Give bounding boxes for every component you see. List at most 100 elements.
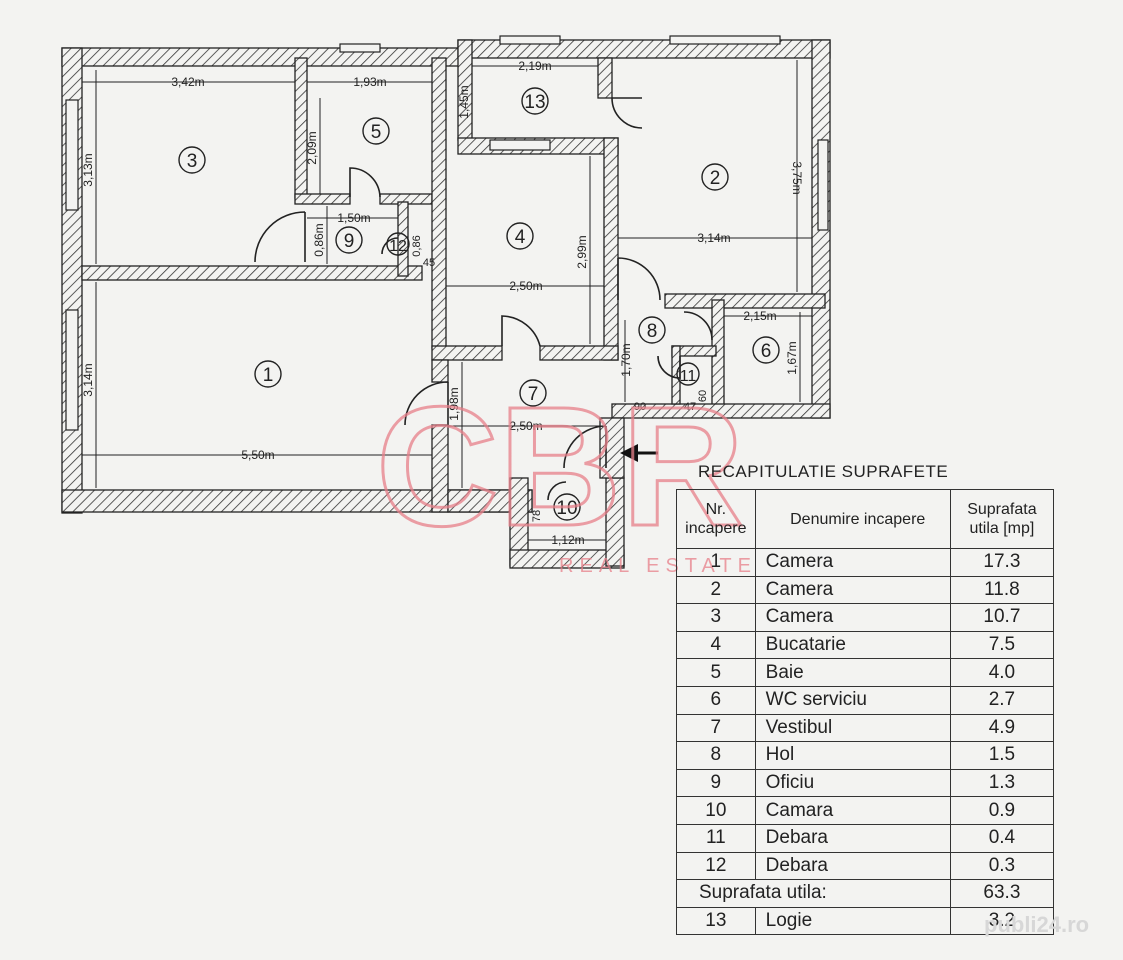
room-6-number: 6 [761,341,772,362]
dim-r8-h: 1,70m [619,343,633,376]
row-nr: 12 [676,851,756,881]
dim-r13-w: 2,19m [518,59,551,73]
row-nr: 4 [676,630,756,660]
row-name: Vestibul [754,713,951,743]
room-numbers: 3 2 1 4 5 6 7 8 9 10 11 12 13 [187,92,772,519]
entry-arrow-icon [620,444,658,462]
room-13-number: 13 [524,92,545,113]
table-header-row: Nr. incapere Denumire incapere Suprafata… [676,489,1055,549]
dim-r2-w: 3,14m [697,231,730,245]
row-nr: 1 [676,548,756,577]
dim-r10-w: 1,12m [551,533,584,547]
room-1-number: 1 [263,365,274,386]
table-row-extra: 13 Logie 3.2 [676,906,1055,936]
dim-r4-h: 2,99m [575,235,589,268]
room-10-number: 10 [556,498,577,519]
dim-r9-w: 1,50m [337,211,370,225]
row-area: 1.5 [949,741,1055,770]
row-area: 11.8 [949,575,1055,605]
dim-r6-h: 1,67m [785,341,799,374]
dim-r2-h: 3,75m [790,161,804,194]
dim-r3-h: 3,13m [81,153,95,186]
row-area: 7.5 [949,630,1055,660]
doors [254,97,713,501]
row-area: 0.9 [949,796,1055,825]
dim-r5-w: 1,93m [353,75,386,89]
dim-r3-w: 3,42m [171,75,204,89]
dim-r9-h: 0,86m [312,223,326,256]
dim-r6-w: 2,15m [743,309,776,323]
header-area: Suprafata utila [mp] [949,489,1055,549]
table-title: RECAPITULATIE SUPRAFETE [698,462,949,481]
dim-r1-h: 3,14m [81,363,95,396]
row-name: Camera [754,603,951,632]
dim-r5-h: 2,09m [305,131,319,164]
dimension-labels: 3,42m 3,13m 1,93m 2,09m 2,19m 1,45m 3,75… [81,59,804,547]
row-name: Debara [754,823,951,853]
room-11-number: 11 [680,368,697,385]
row-nr: 6 [676,685,756,715]
row-name: Bucatarie [754,630,951,660]
row-area: 10.7 [949,603,1055,632]
row-nr: 10 [676,796,756,825]
row-area: 4.0 [949,658,1055,687]
row-area: 4.9 [949,713,1055,743]
header-name: Denumire incapere [754,489,951,549]
row-name: Hol [754,741,951,770]
dim-r7-w: 2,50m [509,419,542,433]
extra-nr: 13 [676,906,756,936]
row-name: Camera [754,548,951,577]
row-nr: 9 [676,768,756,798]
room-2-number: 2 [710,168,721,189]
area-table: Nr. incapere Denumire incapere Suprafata… [676,489,1055,936]
total-row: Suprafata utila: 63.3 [676,879,1055,908]
row-area: 1.3 [949,768,1055,798]
walls [61,39,831,569]
room-4-number: 4 [515,227,526,248]
total-value: 63.3 [949,879,1055,908]
dim-r1-w: 5,50m [241,448,274,462]
dim-r4-w: 2,50m [509,279,542,293]
header-nr: Nr. incapere [676,489,756,549]
site-watermark: publi24.ro [984,912,1090,937]
row-nr: 5 [676,658,756,687]
windows [65,35,829,431]
row-name: Camara [754,796,951,825]
room-1-3-number: 3 [187,151,198,172]
dim-r13-h: 1,45m [457,85,471,118]
room-8-number: 8 [647,321,658,342]
row-area: 2.7 [949,685,1055,715]
row-nr: 2 [676,575,756,605]
row-nr: 3 [676,603,756,632]
row-nr: 8 [676,741,756,770]
room-9-number: 9 [344,231,355,252]
row-name: Oficiu [754,768,951,798]
row-area: 17.3 [949,548,1055,577]
row-nr: 11 [676,823,756,853]
row-name: Debara [754,851,951,881]
dim-r12-w: 45 [423,257,435,269]
row-name: WC serviciu [754,685,951,715]
row-area: 0.3 [949,851,1055,881]
dim-r12-h: 0,86 [411,235,423,256]
dimension-lines [82,60,812,541]
dim-r7-h: 1,98m [447,387,461,420]
row-name: Camera [754,575,951,605]
room-markers [178,87,780,521]
row-name: Baie [754,658,951,687]
area-summary: RECAPITULATIE SUPRAFETE Nr. incapere Den… [676,462,1056,936]
dim-r11-c: 60 [697,390,709,402]
room-12-number: 12 [389,238,407,255]
